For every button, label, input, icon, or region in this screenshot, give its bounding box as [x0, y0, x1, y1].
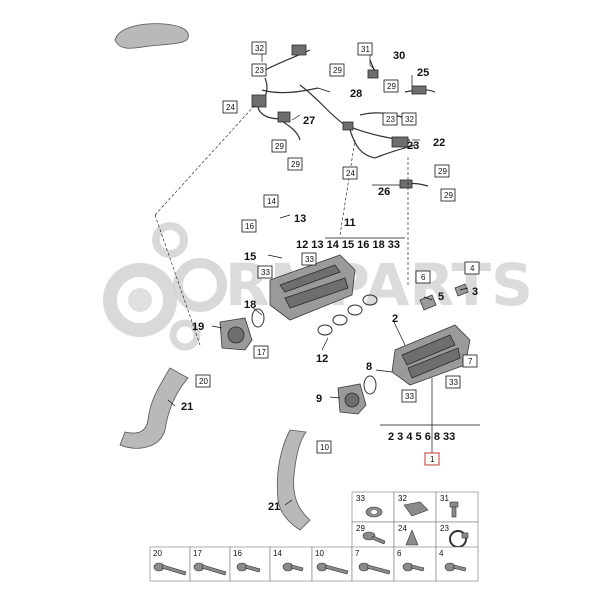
box-17: 17	[257, 348, 266, 357]
legend-num-16: 16	[233, 549, 242, 558]
callout-23: 23	[407, 140, 419, 152]
bolt-icon	[444, 562, 467, 572]
box-6: 6	[421, 273, 426, 282]
intake-pipe-upper-part	[119, 367, 189, 449]
legend-num-31: 31	[440, 494, 449, 503]
legend-num-33: 33	[356, 494, 365, 503]
callout-19: 19	[192, 321, 204, 333]
legend-top: 33 32 31 29 24 23	[351, 491, 479, 553]
legend-num-4: 4	[439, 549, 444, 558]
bolt-icon	[402, 562, 425, 572]
engine-cover-part	[114, 23, 189, 49]
long-bolt-icon	[358, 562, 391, 575]
legend-num-32: 32	[398, 494, 407, 503]
box-29: 29	[444, 191, 453, 200]
throttle-body-lower-part	[337, 383, 367, 415]
long-bolt-icon	[153, 562, 187, 576]
callout-28: 28	[350, 88, 362, 100]
legend-num-29: 29	[356, 524, 365, 533]
box-24: 24	[346, 169, 355, 178]
box-33: 33	[305, 255, 314, 264]
callout-2: 2	[392, 313, 398, 325]
callout-9: 9	[316, 393, 322, 405]
box-32: 32	[255, 44, 264, 53]
box-31: 31	[361, 45, 370, 54]
cable-holder-icon	[403, 501, 429, 517]
leader-lines	[167, 50, 480, 506]
box-29: 29	[438, 167, 447, 176]
callout-15: 15	[244, 251, 256, 263]
long-bolt-icon	[316, 562, 349, 575]
legend-num-6: 6	[397, 549, 402, 558]
legend-num-10: 10	[315, 549, 324, 558]
group-1-members: 2 3 4 5 6 8 33	[388, 431, 455, 443]
callout-21-upper: 21	[181, 401, 193, 413]
box-16: 16	[245, 222, 254, 231]
box-20: 20	[199, 377, 208, 386]
box-29: 29	[275, 142, 284, 151]
intake-manifold-upper-part	[269, 254, 378, 336]
box-14: 14	[267, 197, 276, 206]
clip-icon	[405, 529, 419, 546]
box-4: 4	[470, 264, 475, 273]
box-29: 29	[291, 160, 300, 169]
callout-21-lower: 21	[268, 501, 280, 513]
box-32: 32	[405, 115, 414, 124]
bolt-icon	[282, 562, 304, 572]
legend-num-17: 17	[193, 549, 202, 558]
legend-num-23: 23	[440, 524, 449, 533]
callout-27: 27	[303, 115, 315, 127]
legend-bottom: 20 17 16 14 10 7 6 4	[149, 546, 479, 582]
box-24: 24	[226, 103, 235, 112]
legend-num-7: 7	[355, 549, 360, 558]
rubber-grommet-icon	[365, 506, 383, 518]
bolt-icon	[449, 501, 459, 518]
box-33: 33	[405, 392, 414, 401]
legend-num-14: 14	[273, 549, 282, 558]
box-29: 29	[333, 66, 342, 75]
callout-26: 26	[378, 186, 390, 198]
callout-30: 30	[393, 50, 405, 62]
box-labels: 32 23 31 29 29 24 29 29 23 32 24 29 29 1…	[195, 41, 480, 466]
box-7: 7	[468, 357, 473, 366]
wiring-harness-part	[251, 44, 436, 189]
callout-25: 25	[417, 67, 429, 79]
callout-22: 22	[433, 137, 445, 149]
legend-num-20: 20	[153, 549, 162, 558]
intake-manifold-lower-part	[391, 283, 471, 386]
box-23: 23	[255, 66, 264, 75]
box-1: 1	[430, 455, 435, 464]
intake-pipe-lower-part	[276, 429, 311, 531]
box-33: 33	[261, 268, 270, 277]
callout-8: 8	[366, 361, 372, 373]
callout-3: 3	[472, 286, 478, 298]
callout-5: 5	[438, 291, 444, 303]
throttle-body-part	[219, 317, 253, 351]
box-33: 33	[449, 378, 458, 387]
box-10: 10	[320, 443, 329, 452]
box-23: 23	[386, 115, 395, 124]
callout-18: 18	[244, 299, 256, 311]
legend-num-24: 24	[398, 524, 407, 533]
box-29: 29	[387, 82, 396, 91]
callout-12: 12	[316, 353, 328, 365]
long-bolt-icon	[193, 562, 227, 576]
bolt-icon	[362, 531, 386, 545]
callout-13: 13	[294, 213, 306, 225]
callout-11: 11	[344, 217, 356, 229]
bolt-icon	[236, 562, 261, 573]
group-11-members: 12 13 14 15 16 18 33	[296, 239, 400, 251]
